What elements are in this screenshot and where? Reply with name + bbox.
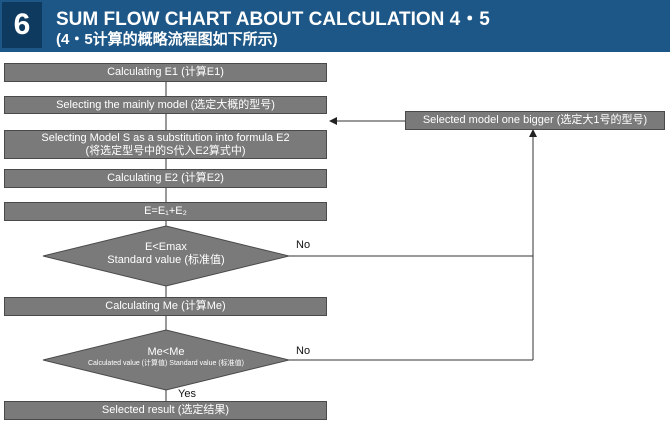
step-substitution-line1: Selecting Model S as a substitution into… bbox=[41, 131, 290, 144]
step-calc-me-label: Calculating Me (计算Me) bbox=[105, 300, 226, 312]
step-sum: E=E₁+E₂ bbox=[4, 202, 327, 221]
yes-label: Yes bbox=[178, 388, 196, 400]
decision-emax-text: E<Emax Standard value (标准值) bbox=[66, 241, 266, 267]
step-calc-e1: Calculating E1 (计算E1) bbox=[4, 63, 327, 82]
step-calc-e1-label: Calculating E1 (计算E1) bbox=[107, 66, 224, 78]
decision-emax-line2: Standard value (标准值) bbox=[107, 254, 225, 266]
step-select-model: Selecting the mainly model (选定大概的型号) bbox=[4, 96, 327, 114]
section-subtitle: (4・5计算的概略流程图如下所示) bbox=[56, 31, 278, 48]
step-result-label: Selected result (选定结果) bbox=[101, 404, 230, 416]
decision-me-line1: Me<Me bbox=[147, 346, 185, 358]
step-calc-e2-label: Calculating E2 (计算E2) bbox=[107, 172, 224, 184]
step-sum-label: E=E₁+E₂ bbox=[144, 205, 187, 217]
step-bigger-model-label: Selected model one bigger (选定大1号的型号) bbox=[422, 114, 648, 126]
decision-me-shape bbox=[42, 329, 290, 391]
section-header: 6 SUM FLOW CHART ABOUT CALCULATION 4・5 (… bbox=[0, 0, 670, 52]
section-title: SUM FLOW CHART ABOUT CALCULATION 4・5 bbox=[56, 9, 490, 30]
section-number: 6 bbox=[2, 2, 42, 48]
step-substitution-line2: (将选定型号中的S代入E2算式中) bbox=[85, 144, 246, 157]
decision-emax-line1: E<Emax bbox=[145, 241, 187, 253]
decision-me-text: Me<Me Calculated value (计算值) Standard va… bbox=[56, 346, 276, 369]
step-bigger-model: Selected model one bigger (选定大1号的型号) bbox=[405, 111, 665, 130]
step-calc-e2: Calculating E2 (计算E2) bbox=[4, 169, 327, 188]
no1-label: No bbox=[296, 239, 311, 251]
decision-emax-shape bbox=[42, 225, 290, 287]
step-calc-me: Calculating Me (计算Me) bbox=[4, 297, 327, 316]
step-result: Selected result (选定结果) bbox=[4, 401, 327, 420]
step-select-model-label: Selecting the mainly model (选定大概的型号) bbox=[56, 98, 275, 111]
decision-me-line2: Calculated value (计算值) Standard value (标… bbox=[87, 360, 244, 367]
step-substitution: Selecting Model S as a substitution into… bbox=[4, 130, 327, 159]
no2-label: No bbox=[296, 345, 311, 357]
